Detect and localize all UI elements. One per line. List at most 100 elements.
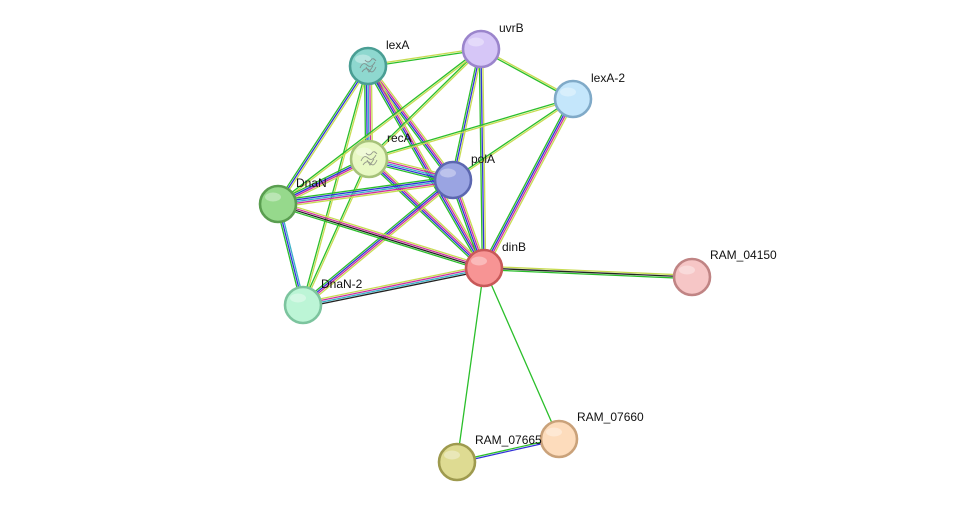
edge-line-cooccurrence xyxy=(277,65,369,205)
node-highlight xyxy=(440,168,456,178)
node-highlight xyxy=(356,147,372,157)
node-highlight xyxy=(546,427,562,437)
edge-line-neighborhood xyxy=(456,267,485,463)
protein-structure-icon xyxy=(360,151,378,166)
edge-line-experiments xyxy=(302,180,455,307)
edge-dinB-RAM_07665[interactable] xyxy=(456,267,485,463)
edge-polA-DnaN-2[interactable] xyxy=(300,177,456,308)
edge-line-neighborhood xyxy=(478,48,483,269)
node-uvrB[interactable]: uvrB xyxy=(461,21,524,69)
edge-lexA-2-dinB[interactable] xyxy=(481,97,576,270)
node-polA[interactable]: polA xyxy=(433,152,495,200)
edge-line-cooccurrence xyxy=(366,65,484,270)
protein-structure-icon xyxy=(359,58,377,73)
edge-line-neighborhood xyxy=(276,205,484,272)
edge-line-experiments xyxy=(277,202,485,268)
edge-dinB-RAM_04150[interactable] xyxy=(483,265,693,280)
node-label: dinB xyxy=(502,240,526,254)
node-label: recA xyxy=(387,131,412,145)
node-circle[interactable] xyxy=(258,184,298,224)
node-recA[interactable]: recA xyxy=(349,131,412,179)
edge-line-cooccurrence xyxy=(367,158,485,270)
edge-line-neighborhood xyxy=(483,269,693,280)
edge-polA-DnaN[interactable] xyxy=(276,175,455,209)
edge-line-database xyxy=(302,268,485,307)
edge-lexA-dinB[interactable] xyxy=(365,64,487,270)
edge-line-database xyxy=(277,179,454,205)
node-RAM_04150[interactable]: RAM_04150 xyxy=(672,248,777,297)
node-label: DnaN-2 xyxy=(321,277,363,291)
node-lexA[interactable]: lexA xyxy=(348,38,409,86)
edge-line-coexpression xyxy=(302,269,486,309)
edge-uvrB-recA[interactable] xyxy=(367,47,483,161)
edge-lexA-DnaN-2[interactable] xyxy=(301,65,370,306)
edge-line-textmining xyxy=(277,49,483,206)
node-circle[interactable] xyxy=(461,29,501,69)
node-highlight xyxy=(468,37,484,47)
edge-recA-dinB[interactable] xyxy=(366,156,487,271)
edge-line-textmining xyxy=(303,65,370,306)
edge-line-neighborhood xyxy=(276,175,454,202)
edge-uvrB-polA[interactable] xyxy=(450,47,484,182)
node-circle[interactable] xyxy=(464,248,504,288)
edge-line-neighborhood xyxy=(301,65,368,306)
node-circle[interactable] xyxy=(553,79,593,119)
node-layer: lexAuvrBlexA-2recApolADnaNdinBDnaN-2RAM_… xyxy=(258,21,777,482)
edge-line-textmining xyxy=(277,182,455,209)
edge-recA-DnaN-2[interactable] xyxy=(301,157,371,307)
edge-line-experiments xyxy=(368,64,455,181)
edge-line-experiments xyxy=(368,64,486,269)
edge-line-textmining xyxy=(368,99,574,161)
node-label: DnaN xyxy=(296,176,327,190)
node-highlight xyxy=(560,87,576,97)
edge-line-neighborhood xyxy=(450,47,480,181)
edge-line-neighborhood xyxy=(276,47,482,204)
edge-line-coexpression xyxy=(277,204,485,270)
edge-line-textmining xyxy=(278,200,486,267)
edge-line-coexpression xyxy=(483,267,693,278)
node-circle[interactable] xyxy=(283,285,323,325)
node-DnaN-2[interactable]: DnaN-2 xyxy=(283,277,363,325)
edge-line-cooccurrence xyxy=(277,177,454,203)
node-RAM_07665[interactable]: RAM_07665 xyxy=(437,433,542,482)
edge-line-textmining xyxy=(483,265,693,276)
edge-line-textmining xyxy=(452,99,575,182)
node-circle[interactable] xyxy=(539,419,579,459)
edge-lexA-2-recA[interactable] xyxy=(368,97,574,161)
node-circle[interactable] xyxy=(672,257,712,297)
edge-line-neighborhood xyxy=(366,160,483,271)
node-circle[interactable] xyxy=(437,442,477,482)
edge-line-experiments xyxy=(368,157,486,269)
node-label: RAM_04150 xyxy=(710,248,777,262)
edge-DnaN-2-dinB[interactable] xyxy=(301,264,486,309)
edge-lexA-2-polA[interactable] xyxy=(451,97,575,182)
edge-line-experiments xyxy=(302,266,485,305)
edge-line-textmining xyxy=(278,66,371,206)
edge-line-neighborhood xyxy=(451,97,574,180)
edge-line-textmining xyxy=(301,264,485,304)
node-label: RAM_07665 xyxy=(475,433,542,447)
node-highlight xyxy=(471,256,487,266)
edge-uvrB-DnaN[interactable] xyxy=(276,47,483,206)
edge-dinB-RAM_07660[interactable] xyxy=(483,267,560,440)
node-label: uvrB xyxy=(499,21,524,35)
edge-line-neighborhood xyxy=(481,97,572,268)
node-lexA-2[interactable]: lexA-2 xyxy=(553,71,625,119)
node-highlight xyxy=(290,293,306,303)
node-dinB[interactable]: dinB xyxy=(464,240,526,288)
edge-line-textmining xyxy=(369,64,487,268)
edge-lexA-DnaN[interactable] xyxy=(275,64,371,206)
edge-line-textmining xyxy=(303,158,371,307)
edge-line-cooccurrence xyxy=(452,48,482,181)
edge-line-neighborhood xyxy=(368,97,574,159)
edge-line-textmining xyxy=(485,99,576,270)
node-RAM_07660[interactable]: RAM_07660 xyxy=(539,410,644,459)
edge-DnaN-dinB[interactable] xyxy=(276,200,486,272)
node-label: lexA xyxy=(386,38,409,52)
node-DnaN[interactable]: DnaN xyxy=(258,176,327,224)
edge-line-cooccurrence xyxy=(301,178,454,305)
edge-line-neighborhood xyxy=(367,47,482,160)
node-label: lexA-2 xyxy=(591,71,625,85)
node-circle[interactable] xyxy=(433,160,473,200)
